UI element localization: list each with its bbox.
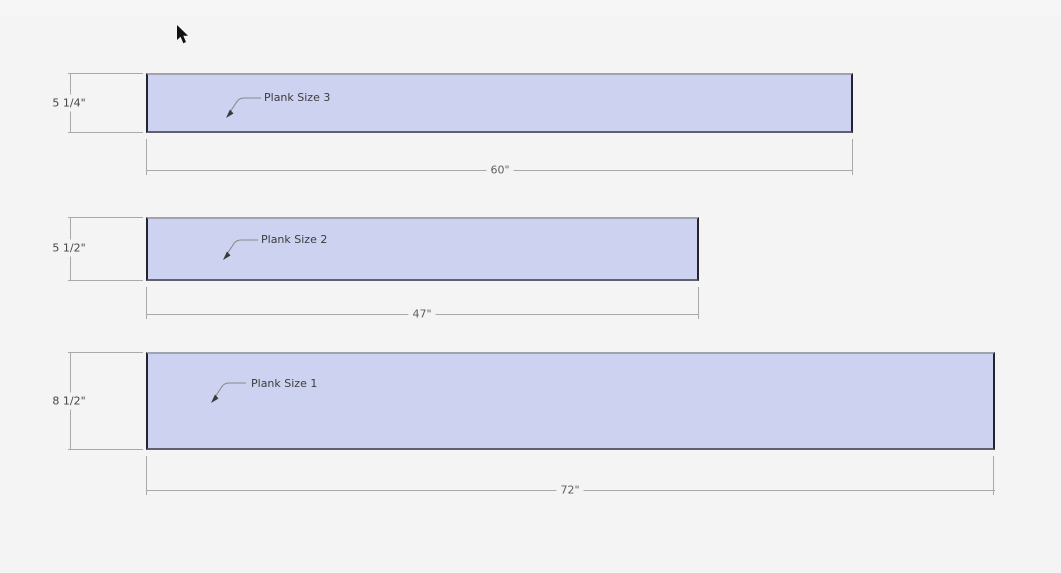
- extension-line: [698, 287, 699, 319]
- plank-size-2-width-dimension[interactable]: 47": [408, 306, 436, 322]
- extension-line: [68, 217, 143, 218]
- extension-line: [146, 287, 147, 319]
- plank-size-3-width-dimension[interactable]: 60": [486, 162, 514, 178]
- plank-size-1-label[interactable]: Plank Size 1: [251, 377, 318, 390]
- extension-line: [68, 73, 143, 74]
- leader-arrow-icon: [226, 97, 261, 118]
- extension-line: [68, 352, 143, 353]
- plank-size-2-rect[interactable]: [146, 217, 699, 281]
- extension-line: [146, 139, 147, 175]
- leader-arrow-icon: [223, 239, 258, 260]
- plank-size-3-rect[interactable]: [146, 73, 853, 133]
- bottom-margin-strip: [0, 0, 1061, 16]
- extension-line: [68, 132, 143, 133]
- plank-size-3-height-dimension[interactable]: 5 1/4": [51, 94, 87, 112]
- extension-line: [852, 139, 853, 175]
- plank-size-3-label[interactable]: Plank Size 3: [264, 91, 331, 104]
- extension-line: [68, 449, 143, 450]
- plank-size-1-rect[interactable]: [146, 352, 995, 450]
- extension-line: [146, 456, 147, 495]
- plank-size-1-width-dimension[interactable]: 72": [556, 482, 584, 498]
- plank-size-1-height-dimension[interactable]: 8 1/2": [51, 392, 87, 410]
- plank-size-2-height-dimension[interactable]: 5 1/2": [51, 239, 87, 257]
- mouse-cursor-icon: [177, 25, 188, 44]
- leader-arrow-icon: [211, 382, 246, 403]
- extension-line: [993, 456, 994, 495]
- plank-size-2-label[interactable]: Plank Size 2: [261, 233, 328, 246]
- extension-line: [68, 280, 143, 281]
